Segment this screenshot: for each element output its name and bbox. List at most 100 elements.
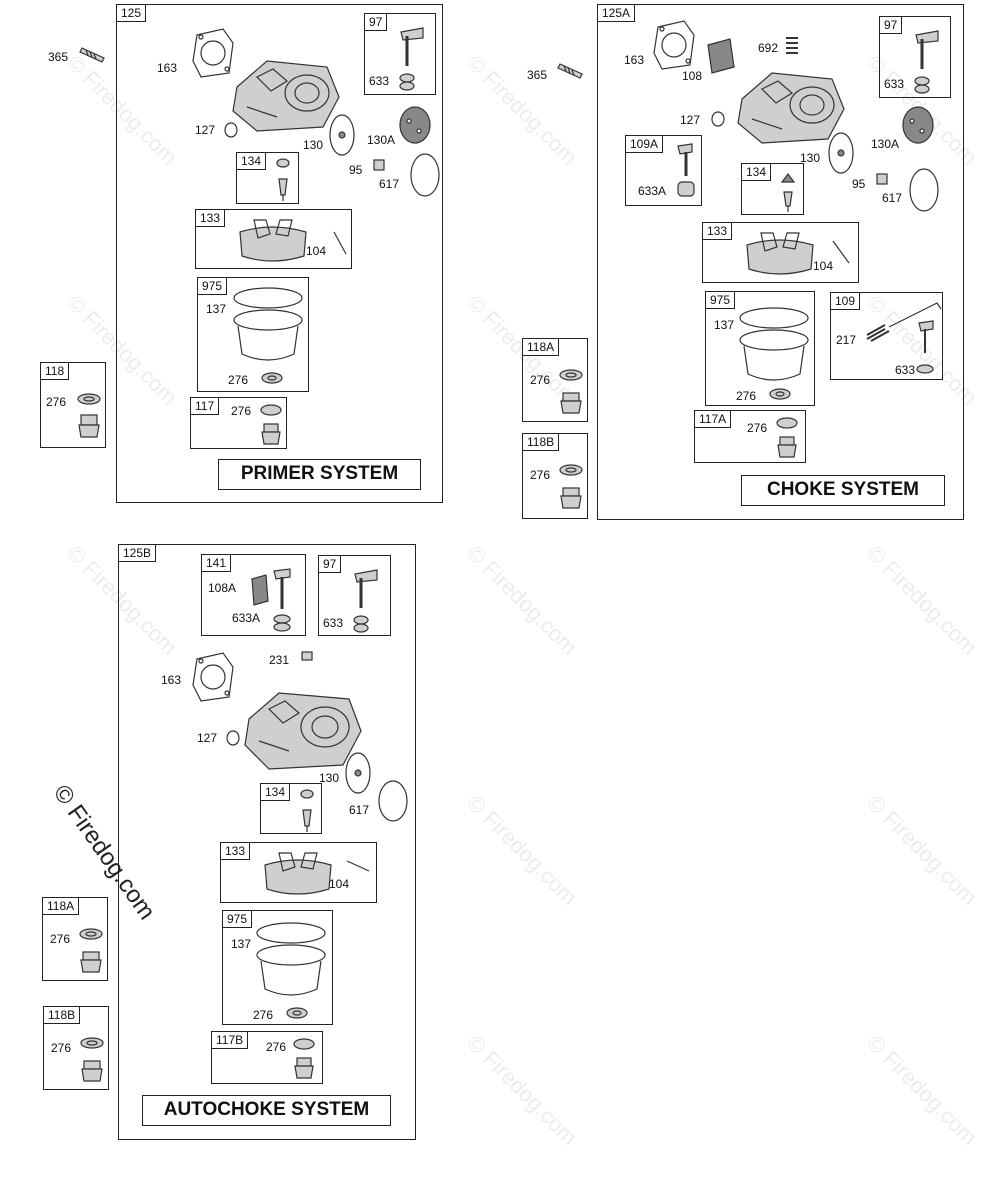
choke-shaft-a-ref: 109A	[626, 136, 664, 153]
choke-spring-label: 692	[758, 41, 779, 55]
autochoke-shaft-box: 97 633	[318, 555, 391, 636]
autochoke-plug-label: 127	[197, 731, 218, 745]
drain-plug-icon	[77, 393, 101, 438]
choke-drain-ref: 117A	[695, 411, 732, 428]
choke-plug-b-box: 118B 276	[522, 433, 588, 519]
choke-ring-label: 617	[882, 191, 903, 205]
primer-needle-ref: 134	[237, 153, 267, 170]
autochoke-plug-b-washer-label: 276	[51, 1041, 72, 1055]
float-pin-icon	[333, 231, 347, 255]
throttle-shaft-icon	[399, 27, 424, 91]
screw-icon	[301, 651, 313, 661]
screw-icon	[79, 47, 105, 63]
throttle-shaft-icon	[353, 569, 378, 633]
spring-icon	[786, 37, 798, 54]
throttle-shaft-icon	[914, 30, 939, 94]
autochoke-shaft-part-label: 633	[323, 616, 344, 630]
autochoke-needle-ref: 134	[261, 784, 291, 801]
primer-plug-ref: 118	[41, 363, 70, 380]
autochoke-choke-part-label: 633A	[232, 611, 261, 625]
primer-gasket-label: 163	[157, 61, 178, 75]
float-bowl-icon	[233, 287, 303, 361]
primer-plug-label: 127	[195, 123, 216, 137]
autochoke-plug-b-box: 118B 276	[43, 1006, 109, 1090]
float-icon	[239, 219, 307, 262]
inlet-needle-icon	[780, 173, 796, 212]
float-icon	[264, 852, 332, 895]
autochoke-ring-label: 617	[349, 803, 370, 817]
autochoke-drain-box: 117B 276	[211, 1031, 323, 1084]
drain-plug-icon	[80, 1037, 104, 1082]
choke-diaphragm-label: 130	[800, 151, 821, 165]
primer-shaft-ref: 97	[365, 14, 388, 31]
autochoke-drain-washer-label: 276	[266, 1040, 287, 1054]
primer-bowl-washer-label: 276	[228, 373, 249, 387]
primer-float-box: 133 104	[195, 209, 352, 269]
autochoke-plug-b-ref: 118B	[44, 1007, 81, 1024]
primer-shaft-part-label: 633	[369, 74, 390, 88]
autochoke-float-pin-label: 104	[329, 877, 350, 891]
autochoke-choke-plate-label: 108A	[208, 581, 237, 595]
choke-shaft-icon	[251, 568, 291, 632]
autochoke-choke-box: 141 108A 633A	[201, 554, 306, 636]
primer-panel-ref: 125	[117, 5, 147, 22]
primer-drain-box: 117 276	[190, 397, 287, 449]
washer-icon	[286, 1007, 308, 1019]
choke-bowl-washer-label: 276	[736, 389, 757, 403]
diaphragm-icon	[329, 114, 355, 156]
choke-lever-box: 109 217 633	[830, 292, 943, 380]
primer-diaphragm-b-label: 130A	[367, 133, 396, 147]
watermark: © Firedog.com	[462, 540, 583, 660]
float-pin-icon	[346, 860, 370, 872]
primer-pin-label: 95	[349, 163, 363, 177]
choke-bowl-ref: 975	[706, 292, 736, 309]
inlet-needle-icon	[300, 789, 314, 832]
primer-float-ref: 133	[196, 210, 226, 227]
choke-plug-label: 127	[680, 113, 701, 127]
gasket-icon	[192, 28, 234, 78]
watermark: © Firedog.com	[862, 790, 983, 910]
primer-ring-label: 617	[379, 177, 400, 191]
autochoke-choke-ref: 141	[202, 555, 232, 572]
primer-shaft-box: 97 633	[364, 13, 436, 95]
choke-screw-label: 365	[527, 68, 548, 82]
choke-panel: 125A 163 108 692 127 130 130A 9	[597, 4, 964, 520]
pin-icon	[876, 173, 888, 185]
autochoke-plug-a-ref: 118A	[43, 898, 80, 915]
autochoke-plug-a-washer-label: 276	[50, 932, 71, 946]
drain-plug-icon	[79, 928, 103, 973]
drain-plug-icon	[559, 464, 583, 509]
choke-bowl-box: 975 137 276	[705, 291, 815, 406]
choke-plate-icon	[707, 38, 735, 74]
choke-lever-spring-icon	[866, 302, 942, 342]
choke-needle-box: 134	[741, 163, 804, 215]
choke-lever-spring-label: 217	[836, 333, 857, 347]
choke-float-pin-label: 104	[813, 259, 834, 273]
carburetor-body-icon	[737, 72, 845, 144]
primer-system-title: PRIMER SYSTEM	[218, 459, 421, 490]
primer-plug-box: 118 276	[40, 362, 106, 448]
autochoke-plug-a-box: 118A 276	[42, 897, 108, 981]
o-ring-icon	[410, 153, 440, 197]
choke-plug-a-washer-label: 276	[530, 373, 551, 387]
choke-plug-a-ref: 118A	[523, 339, 560, 356]
autochoke-panel: 125B 141 108A 633A 97 633 231 163	[118, 544, 416, 1140]
choke-bowl-gasket-label: 137	[714, 318, 735, 332]
float-bowl-icon	[739, 307, 809, 381]
autochoke-screw-label: 231	[269, 653, 290, 667]
choke-shaft-icon	[677, 143, 695, 197]
autochoke-drain-ref: 117B	[212, 1032, 249, 1049]
primer-needle-box: 134	[236, 152, 299, 204]
autochoke-panel-ref: 125B	[119, 545, 157, 562]
primer-drain-ref: 117	[191, 398, 220, 415]
drain-plug-icon	[559, 369, 583, 414]
choke-lever-part-label: 633	[895, 363, 916, 377]
cover-plate-icon	[399, 106, 431, 144]
primer-bowl-box: 975 137 276	[197, 277, 309, 392]
primer-bowl-gasket-label: 137	[206, 302, 227, 316]
primer-drain-washer-label: 276	[231, 404, 252, 418]
autochoke-float-ref: 133	[221, 843, 251, 860]
welch-plug-icon	[226, 730, 240, 746]
carburetor-body-icon	[244, 692, 362, 770]
choke-diaphragm-b-label: 130A	[871, 137, 900, 151]
